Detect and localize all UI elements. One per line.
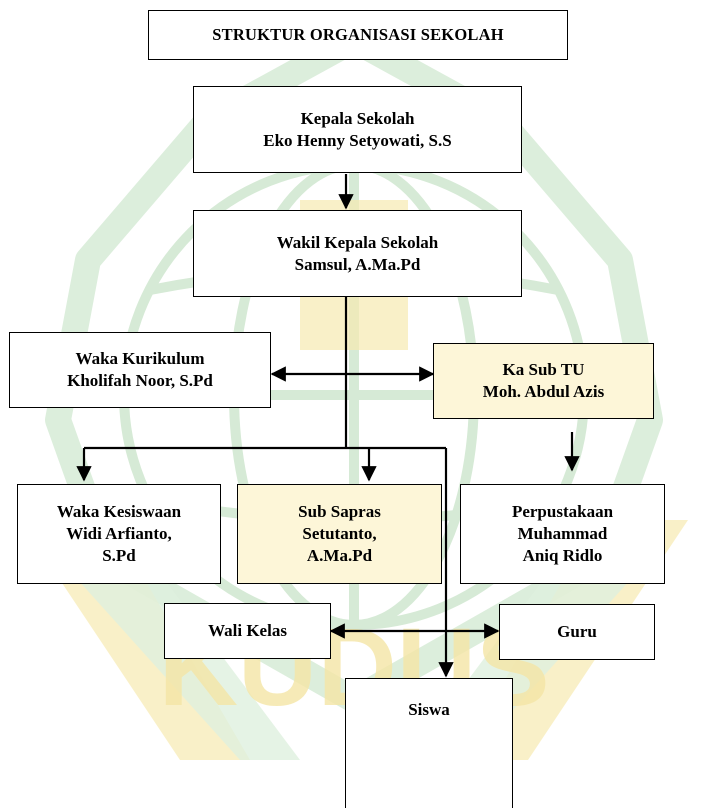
waka-kesiswaan-role: Waka Kesiswaan	[56, 502, 182, 521]
sub-sapras-name-line2: A.Ma.Pd	[306, 546, 373, 565]
node-waka-kurikulum: Waka Kurikulum Kholifah Noor, S.Pd	[9, 332, 271, 408]
node-guru: Guru	[499, 604, 655, 660]
guru-label: Guru	[557, 622, 597, 641]
chart-title: STRUKTUR ORGANISASI SEKOLAH	[148, 10, 568, 60]
wakil-kepala-name: Samsul, A.Ma.Pd	[294, 254, 421, 274]
waka-kurikulum-role: Waka Kurikulum	[75, 349, 205, 368]
ka-sub-tu-name: Moh. Abdul Azis	[482, 382, 605, 401]
kepala-sekolah-name: Eko Henny Setyowati, S.S	[263, 130, 452, 150]
node-wakil-kepala-sekolah: Wakil Kepala Sekolah Samsul, A.Ma.Pd	[193, 210, 522, 297]
node-siswa: Siswa	[345, 678, 513, 808]
siswa-label: Siswa	[408, 700, 450, 719]
waka-kesiswaan-name-line2: S.Pd	[102, 546, 136, 565]
waka-kesiswaan-name-line1: Widi Arfianto,	[66, 524, 172, 543]
node-perpustakaan: Perpustakaan Muhammad Aniq Ridlo	[460, 484, 665, 584]
node-wali-kelas: Wali Kelas	[164, 603, 331, 659]
node-kepala-sekolah: Kepala Sekolah Eko Henny Setyowati, S.S	[193, 86, 522, 173]
sub-sapras-role: Sub Sapras	[298, 502, 381, 521]
perpustakaan-name-line1: Muhammad	[517, 524, 608, 543]
sub-sapras-name-line1: Setutanto,	[302, 524, 377, 543]
kepala-sekolah-role: Kepala Sekolah	[300, 108, 415, 128]
wali-kelas-label: Wali Kelas	[208, 621, 287, 640]
ka-sub-tu-role: Ka Sub TU	[502, 360, 585, 379]
perpustakaan-name-line2: Aniq Ridlo	[522, 546, 603, 565]
wakil-kepala-role: Wakil Kepala Sekolah	[276, 232, 439, 252]
connector-lines	[76, 174, 580, 678]
node-ka-sub-tu: Ka Sub TU Moh. Abdul Azis	[433, 343, 654, 419]
node-waka-kesiswaan: Waka Kesiswaan Widi Arfianto, S.Pd	[17, 484, 221, 584]
waka-kurikulum-name: Kholifah Noor, S.Pd	[67, 371, 213, 390]
node-sub-sapras: Sub Sapras Setutanto, A.Ma.Pd	[237, 484, 442, 584]
perpustakaan-role: Perpustakaan	[511, 502, 614, 521]
chart-title-text: STRUKTUR ORGANISASI SEKOLAH	[212, 25, 504, 44]
